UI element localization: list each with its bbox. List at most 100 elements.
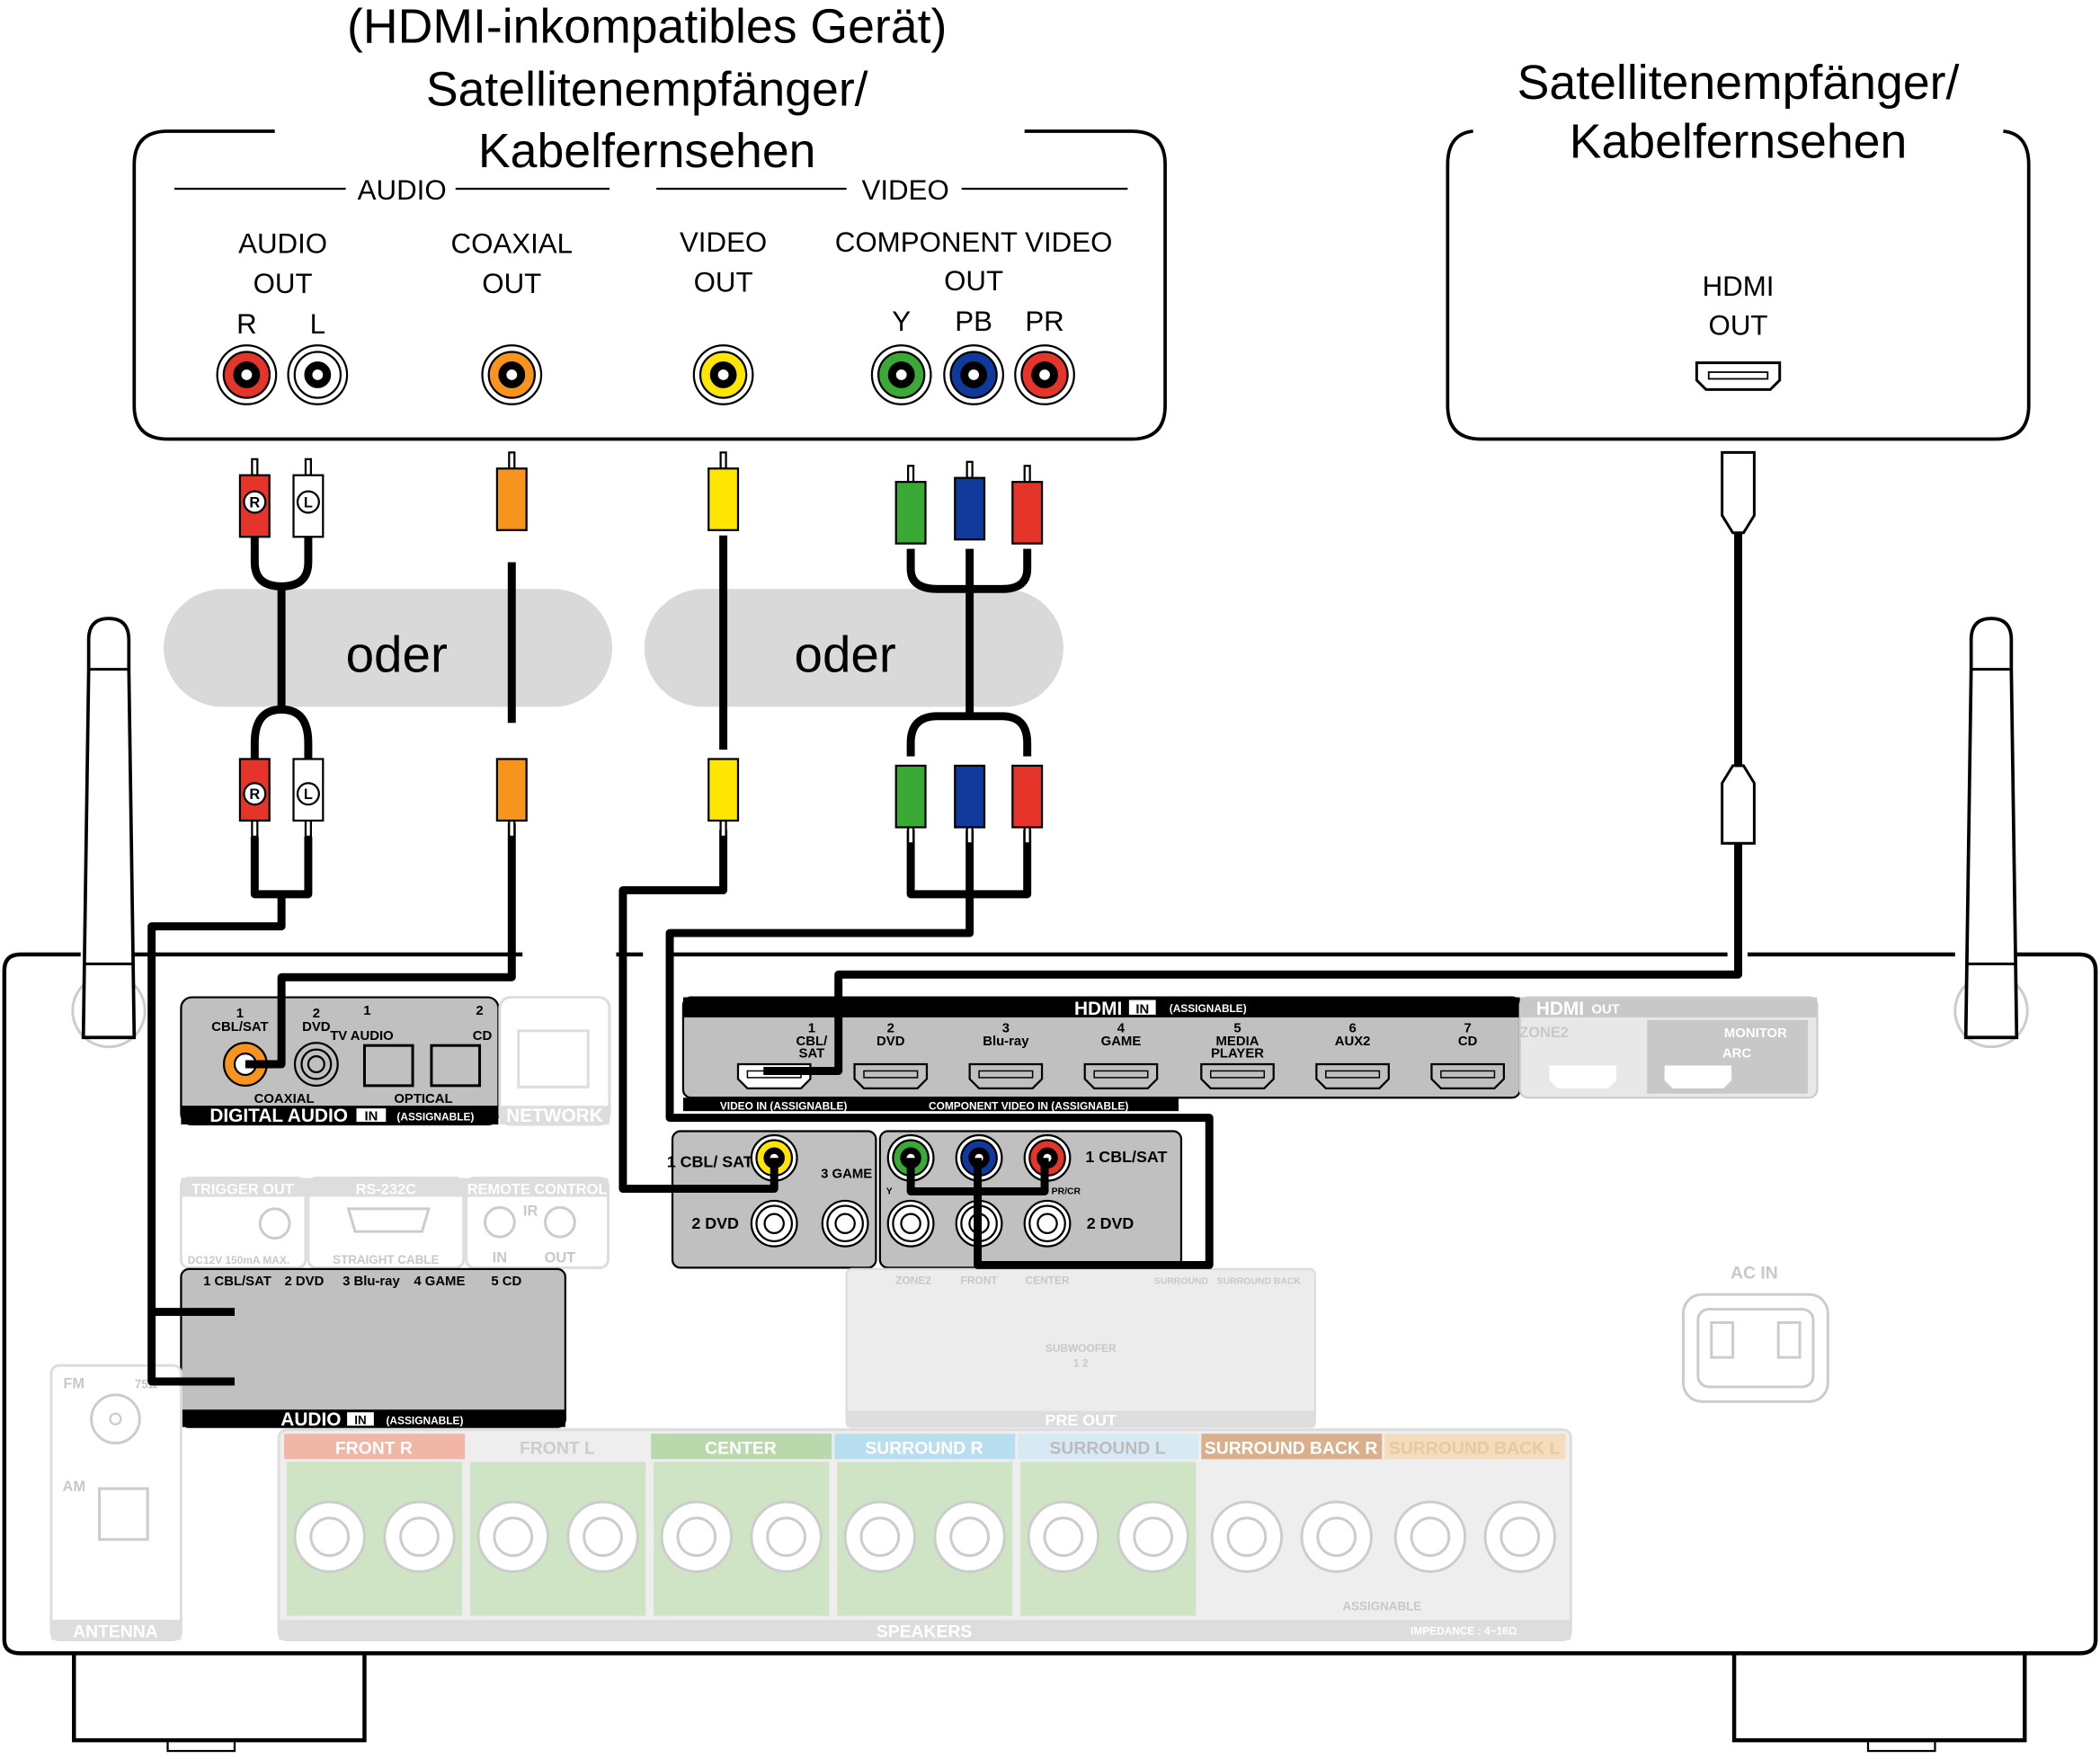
arc-label: ARC bbox=[1722, 1047, 1751, 1062]
hdmi-in-label: CD bbox=[1458, 1035, 1478, 1049]
audio-plug-r: R bbox=[238, 758, 271, 838]
video-out-jack[interactable] bbox=[692, 344, 754, 405]
network-label: NETWORK bbox=[506, 1106, 603, 1126]
hdmi-zone2-port[interactable] bbox=[1549, 1065, 1616, 1088]
component-out-label: COMPONENT VIDEO bbox=[835, 227, 1113, 258]
pre-out-channel: ZONE2 bbox=[895, 1274, 931, 1286]
antenna-left-icon bbox=[71, 617, 147, 1049]
speaker-terminal[interactable] bbox=[843, 1500, 917, 1573]
speaker-terminal[interactable] bbox=[1117, 1500, 1189, 1573]
hdmi-in-label: GAME bbox=[1101, 1035, 1142, 1049]
hdmi-in-port[interactable] bbox=[968, 1062, 1044, 1089]
speaker-channel-header bbox=[284, 1434, 466, 1460]
audio-in-panel: 1 CBL/SAT 2 DVD 3 Blu-ray 4 GAME 5 CD AU… bbox=[180, 1267, 566, 1430]
or-pill bbox=[644, 589, 1063, 707]
speaker-terminal[interactable] bbox=[476, 1500, 549, 1573]
speaker-terminal[interactable] bbox=[1027, 1500, 1100, 1573]
audio-out-l-jack[interactable] bbox=[287, 344, 349, 405]
video-in-3-jack[interactable] bbox=[821, 1199, 869, 1248]
input-number: 2 bbox=[476, 1004, 483, 1018]
right-device-title-1: Satellitenempfänger/ bbox=[1517, 56, 1960, 110]
hdmi-monitor-port[interactable] bbox=[1664, 1065, 1732, 1088]
optical-jack-1[interactable] bbox=[362, 1044, 414, 1088]
ir-out-jack[interactable] bbox=[544, 1205, 576, 1239]
speakers-title: SPEAKERS bbox=[876, 1621, 973, 1641]
speaker-terminal[interactable] bbox=[383, 1500, 456, 1573]
speaker-terminal[interactable] bbox=[1483, 1500, 1556, 1573]
speaker-terminal[interactable] bbox=[293, 1500, 366, 1573]
audio-in-title: AUDIO bbox=[280, 1409, 341, 1430]
hdmi-in-label: MEDIA bbox=[1216, 1035, 1259, 1049]
input-number: 1 bbox=[236, 1007, 244, 1021]
hdmi-port-slot bbox=[1093, 1070, 1149, 1079]
speaker-terminal[interactable] bbox=[566, 1500, 639, 1573]
hdmi-in-number: 5 bbox=[1233, 1021, 1241, 1035]
audio-out-r-jack[interactable] bbox=[216, 344, 278, 405]
component-in-2-jack[interactable] bbox=[886, 1199, 935, 1248]
hdmi-in-port[interactable] bbox=[1315, 1062, 1390, 1089]
hdmi-in-port[interactable] bbox=[1083, 1062, 1159, 1089]
hdmi-port-slot bbox=[1707, 371, 1769, 380]
component-in-2-jack[interactable] bbox=[1023, 1199, 1072, 1248]
optical-jack-2[interactable] bbox=[430, 1044, 482, 1088]
component-in-1-pr-jack[interactable] bbox=[1023, 1133, 1072, 1182]
jack-pin bbox=[506, 369, 518, 380]
am-label: AM bbox=[63, 1479, 85, 1495]
audio-out-label: OUT bbox=[254, 268, 313, 299]
speaker-channel-header bbox=[467, 1434, 649, 1460]
speaker-channel-label: FRONT R bbox=[335, 1438, 413, 1458]
plug-body bbox=[894, 481, 927, 545]
network-panel: NETWORK bbox=[498, 996, 611, 1126]
trigger-note: DC12V 150mA MAX. bbox=[188, 1254, 289, 1266]
or-pill bbox=[164, 589, 612, 707]
speaker-terminal[interactable] bbox=[1300, 1500, 1373, 1573]
am-terminal[interactable] bbox=[98, 1487, 149, 1541]
hdmi-in-number: 7 bbox=[1464, 1021, 1472, 1035]
fm-jack[interactable] bbox=[90, 1393, 141, 1445]
speaker-terminal[interactable] bbox=[750, 1500, 823, 1573]
video-out-label: OUT bbox=[694, 267, 753, 298]
hdmi-in-port[interactable] bbox=[853, 1062, 929, 1089]
audio-in-label: 1 CBL/SAT bbox=[203, 1275, 271, 1289]
jack-outer bbox=[1023, 1199, 1072, 1248]
audio-in-label: 3 Blu-ray bbox=[343, 1275, 400, 1289]
speaker-terminal[interactable] bbox=[1210, 1500, 1284, 1573]
ir-in-jack[interactable] bbox=[484, 1205, 516, 1239]
coaxial-cable bbox=[245, 562, 516, 1069]
component-pr-jack[interactable] bbox=[1014, 344, 1075, 405]
pre-out-channel: SURROUND bbox=[1154, 1276, 1209, 1286]
jack-pin bbox=[968, 369, 980, 380]
speaker-terminal-ring bbox=[676, 1516, 717, 1558]
coaxial-jack-2[interactable] bbox=[293, 1042, 339, 1087]
plug-body bbox=[954, 764, 986, 829]
left-device: (HDMI-inkompatibles Gerät) Satellitenemp… bbox=[132, 0, 1167, 441]
component-pb-jack[interactable] bbox=[943, 344, 1004, 405]
hdmi-in-port[interactable] bbox=[1430, 1062, 1506, 1089]
video-in-2-jack[interactable] bbox=[750, 1199, 798, 1248]
ethernet-port-icon[interactable] bbox=[517, 1029, 590, 1088]
video-in-1-jack[interactable] bbox=[750, 1133, 798, 1182]
jack-outer bbox=[821, 1199, 869, 1248]
component-y-jack[interactable] bbox=[870, 344, 932, 405]
in-badge: IN bbox=[1135, 1002, 1149, 1017]
rs232c-port-icon[interactable] bbox=[346, 1207, 431, 1233]
trigger-jack[interactable] bbox=[258, 1207, 291, 1240]
hdmi-in-number: 3 bbox=[1002, 1021, 1010, 1035]
component-in-dvd-label: 2 DVD bbox=[1087, 1214, 1135, 1232]
right-device: Satellitenempfänger/ Kabelfernsehen HDMI… bbox=[1446, 56, 2031, 441]
hdmi-in-port[interactable] bbox=[1200, 1062, 1275, 1089]
speaker-terminal[interactable] bbox=[1393, 1500, 1467, 1573]
assignable-label: (ASSIGNABLE) bbox=[386, 1415, 463, 1427]
plug-letter: R bbox=[249, 786, 260, 803]
speaker-terminal[interactable] bbox=[933, 1500, 1006, 1573]
component-plug-y bbox=[894, 465, 927, 545]
jack-center bbox=[834, 1213, 856, 1235]
audio-plug-l: L bbox=[292, 458, 325, 538]
cables bbox=[147, 529, 1742, 1386]
source-jacks bbox=[216, 344, 1075, 405]
speaker-channel-label: SURROUND L bbox=[1050, 1438, 1166, 1458]
speaker-terminal[interactable] bbox=[660, 1500, 734, 1573]
audio-plug-l: L bbox=[292, 758, 325, 838]
video-plug bbox=[707, 758, 740, 838]
coaxial-out-jack[interactable] bbox=[481, 344, 543, 405]
